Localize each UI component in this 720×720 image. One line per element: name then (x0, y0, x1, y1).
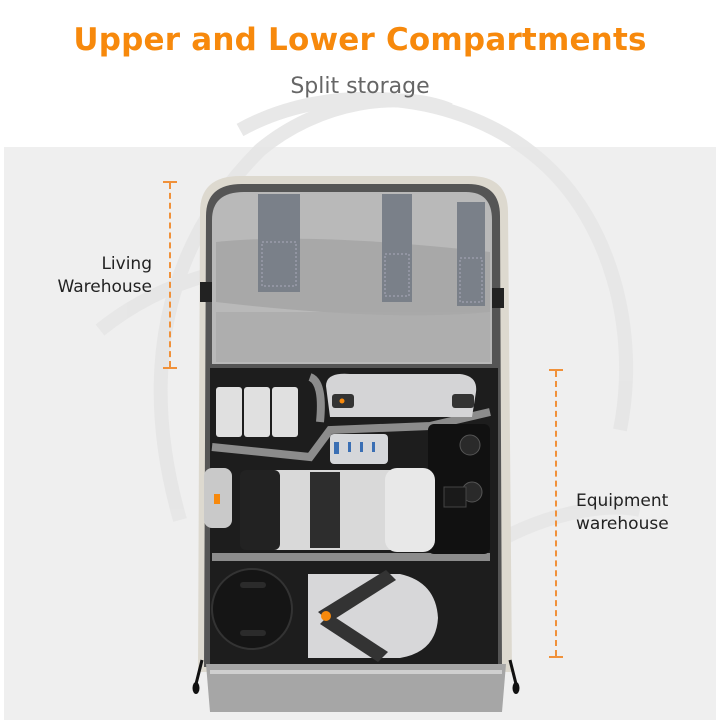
marker-dashed-line (555, 371, 557, 656)
marker-cap-top (549, 369, 563, 371)
backpack-image (192, 176, 520, 712)
velcro-strap (382, 194, 412, 302)
velcro-strap (457, 202, 485, 306)
lower-label-line1: Equipment (576, 491, 669, 511)
upper-compartment-label: Living Warehouse (40, 253, 152, 299)
lower-dimension-marker (549, 369, 563, 658)
page-subtitle: Split storage (290, 74, 430, 99)
page-title: Upper and Lower Compartments (73, 22, 647, 58)
lower-label-line2: warehouse (576, 514, 669, 534)
lower-compartment-label: Equipment warehouse (576, 490, 706, 536)
upper-label-line2: Warehouse (57, 277, 152, 297)
marker-cap-top (163, 181, 177, 183)
marker-dashed-line (169, 183, 171, 367)
marker-cap-bottom (549, 656, 563, 658)
velcro-strap (258, 194, 300, 292)
marker-cap-bottom (163, 367, 177, 369)
upper-label-line1: Living (101, 254, 152, 274)
upper-dimension-marker (163, 181, 177, 369)
